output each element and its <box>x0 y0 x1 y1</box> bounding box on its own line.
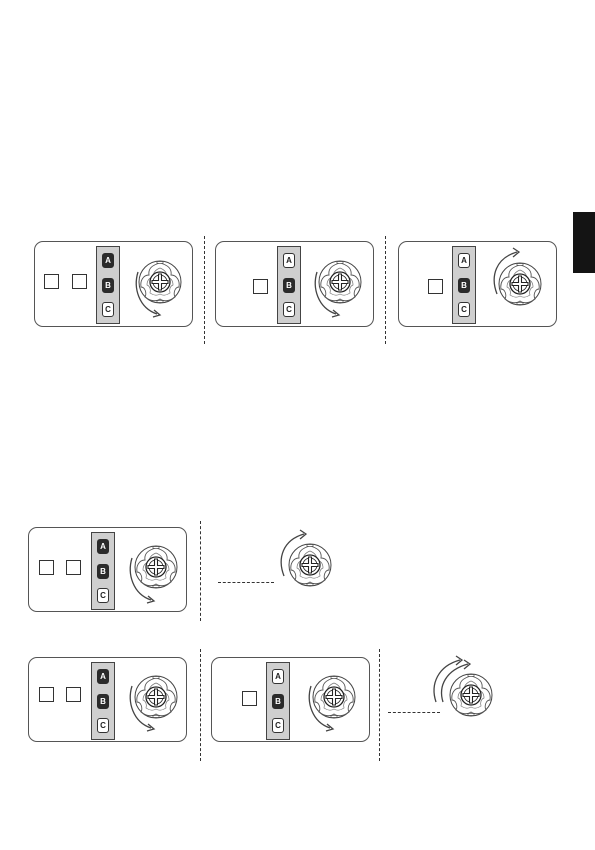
button-c: C <box>102 302 114 317</box>
button-c: C <box>458 302 470 317</box>
button-b: B <box>97 694 109 709</box>
step-divider <box>200 521 201 621</box>
remote-button-column: A B C <box>91 662 115 740</box>
button-a: A <box>102 253 114 268</box>
rotation-arrow-icon <box>304 684 344 734</box>
rotation-arrow-icon <box>310 270 350 320</box>
button-b: B <box>283 278 295 293</box>
remote-button-column: A B C <box>96 246 120 324</box>
illustration-panel-3: A B C <box>398 241 557 327</box>
indicator-square <box>242 691 257 706</box>
button-c: C <box>272 718 284 733</box>
rotary-dial-icon <box>448 672 494 718</box>
illustration-panel-6: A B C <box>211 657 370 742</box>
button-b: B <box>272 694 284 709</box>
side-tab <box>573 212 595 273</box>
rotation-arrow-icon <box>131 270 171 320</box>
button-b: B <box>102 278 114 293</box>
step-divider <box>204 236 205 344</box>
step-divider <box>385 236 386 344</box>
rotation-arrow-icon <box>125 556 165 606</box>
illustration-panel-2: A B C <box>215 241 374 327</box>
rotation-arrow-icon <box>489 246 529 296</box>
indicator-square <box>253 279 268 294</box>
illustration-panel-5: A B C <box>28 657 187 742</box>
button-c: C <box>97 718 109 733</box>
continuation-dash <box>388 712 440 713</box>
button-c: C <box>97 588 109 603</box>
indicator-square <box>39 687 54 702</box>
indicator-square <box>72 274 87 289</box>
continuation-dash <box>218 582 274 583</box>
rotary-dial-icon <box>287 542 333 588</box>
step-divider <box>379 649 380 761</box>
button-a: A <box>283 253 295 268</box>
illustration-panel-4: A B C <box>28 527 187 612</box>
button-a: A <box>97 669 109 684</box>
button-a: A <box>272 669 284 684</box>
indicator-square <box>428 279 443 294</box>
button-a: A <box>458 253 470 268</box>
illustration-panel-1: A B C <box>34 241 193 327</box>
button-c: C <box>283 302 295 317</box>
step-divider <box>200 649 201 761</box>
remote-button-column: A B C <box>452 246 476 324</box>
button-a: A <box>97 539 109 554</box>
remote-button-column: A B C <box>266 662 290 740</box>
indicator-square <box>39 560 54 575</box>
button-b: B <box>97 564 109 579</box>
button-b: B <box>458 278 470 293</box>
remote-button-column: A B C <box>277 246 301 324</box>
indicator-square <box>66 687 81 702</box>
remote-button-column: A B C <box>91 532 115 610</box>
indicator-square <box>66 560 81 575</box>
rotation-arrow-icon <box>125 684 165 734</box>
indicator-square <box>44 274 59 289</box>
